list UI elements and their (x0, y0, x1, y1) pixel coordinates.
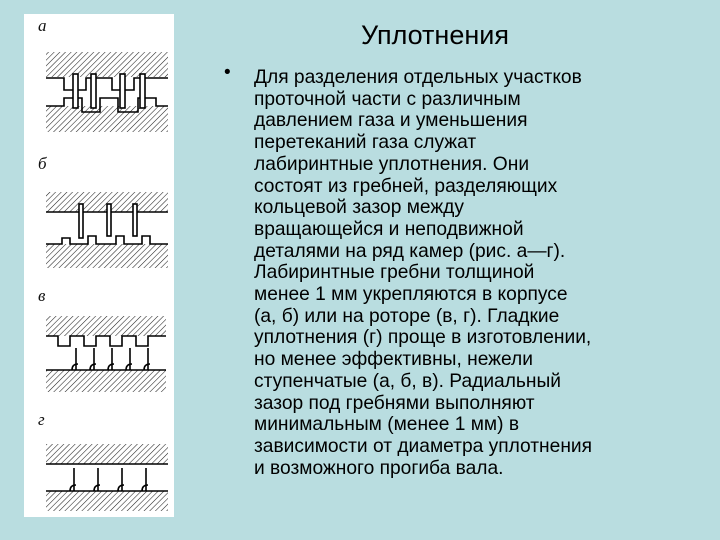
bullet-marker: • (224, 62, 231, 83)
seal-g-contours (46, 463, 168, 492)
bullet-text-line: лабиринтные уплотнения. Они (254, 153, 530, 175)
bullet-text-line: менее 1 мм укрепляются в корпусе (254, 284, 568, 306)
figure-label-v: в (38, 286, 46, 305)
seal-v-contours (46, 335, 166, 371)
seal-v-casing (46, 316, 166, 336)
bullet-text-line: вращающейся и неподвижной (254, 218, 524, 240)
bullet-text-line: ступенчатые (а, б, в). Радиальный (254, 370, 562, 392)
bullet-text-line: Для разделения отдельных участков (254, 67, 582, 88)
seal-g-casing (46, 444, 168, 464)
bullet-text-line: Лабиринтные гребни толщиной (254, 262, 535, 284)
seal-diagrams-panel: а б в г (24, 14, 174, 517)
bullet-text-line: давлением газа и уменьшения (254, 110, 528, 132)
bullet-text-line: уплотнения (г) проще в изготовлении, (254, 327, 592, 349)
seal-a-casing (46, 52, 168, 77)
figure-label-g: г (38, 410, 45, 429)
seal-b-rotor (46, 244, 168, 268)
bullet-text-line: и возможного прогиба вала. (254, 457, 504, 479)
labyrinth-seal-drawings (46, 52, 168, 511)
seal-g-rotor (46, 491, 168, 511)
bullet-text-line: зазор под гребнями выполняют (254, 392, 535, 414)
seal-v-rotor (46, 370, 166, 392)
bullet-text-line: состоят из гребней, разделяющих (254, 175, 558, 197)
bullet-text-line: деталями на ряд камер (рис. а—г). (254, 240, 566, 262)
seal-b-contours (46, 203, 168, 245)
slide-title: Уплотнения (361, 20, 509, 50)
figure-label-b: б (38, 154, 47, 173)
seal-a-rotor (46, 106, 168, 132)
bullet-text-line: кольцевой зазор между (254, 197, 464, 219)
bullet-text-line: минимальным (менее 1 мм) в (254, 414, 520, 436)
bullet-text-line: но менее эффективны, нежели (254, 349, 533, 371)
bullet-text: Для разделения отдельных участков проточ… (254, 67, 694, 479)
bullet-text-line: проточной части с различным (254, 88, 521, 110)
bullet-text-line: зависимости от диаметра уплотнения (254, 435, 593, 457)
seal-a-contours (46, 73, 168, 113)
bullet-text-line: (а, б) или на роторе (в, г). Гладкие (254, 305, 560, 327)
figure-label-a: а (38, 16, 47, 35)
bullet-text-line: перетеканий газа служат (254, 132, 477, 154)
